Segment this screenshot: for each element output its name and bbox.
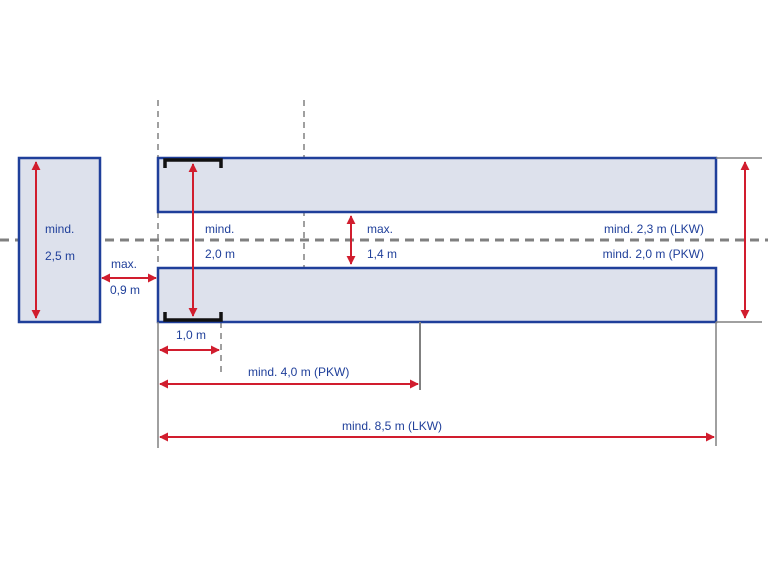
upper-parking-space	[156, 156, 718, 214]
upper-post-bracket	[163, 158, 223, 168]
gap-value-label: 0,9 m	[110, 283, 140, 297]
lkw-width-label: mind. 2,3 m (LKW)	[604, 222, 704, 236]
left-mind-label: mind.	[45, 222, 74, 236]
inner-value-label: 2,0 m	[205, 247, 235, 261]
pkw-length-label: mind. 4,0 m (PKW)	[248, 365, 349, 379]
center-value-label: 1,4 m	[367, 247, 397, 261]
left-parking-space	[17, 156, 102, 324]
post-offset-label: 1,0 m	[176, 328, 206, 342]
left-width-label: 2,5 m	[45, 249, 75, 263]
inner-mind-label: mind.	[205, 222, 234, 236]
center-max-label: max.	[367, 222, 393, 236]
lower-post-bracket	[163, 312, 223, 322]
gap-max-label: max.	[111, 257, 137, 271]
lkw-length-label: mind. 8,5 m (LKW)	[342, 419, 442, 433]
pkw-width-label: mind. 2,0 m (PKW)	[603, 247, 704, 261]
lower-parking-space	[156, 266, 718, 324]
